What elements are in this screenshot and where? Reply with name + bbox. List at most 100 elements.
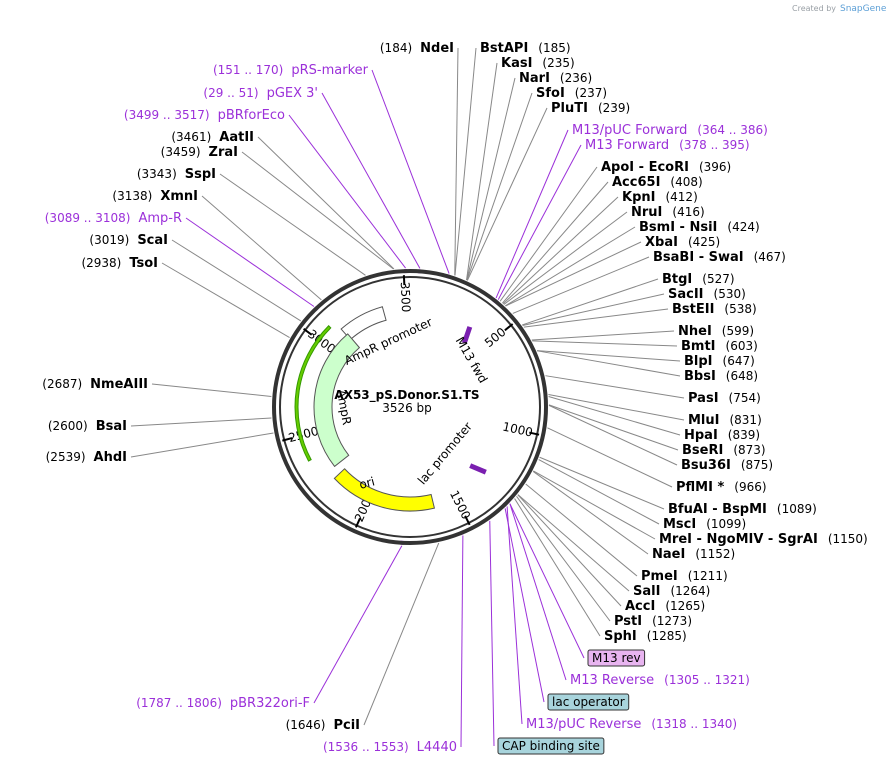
site-name: PstI (614, 614, 642, 629)
site-position: (2687) (42, 377, 82, 391)
site-position: (1265) (665, 599, 705, 613)
leader-line (505, 226, 636, 307)
site-name: SalI (633, 584, 660, 599)
right-site-label: BtgI(527) (662, 272, 735, 287)
leader-line (509, 503, 567, 681)
site-position: (396) (699, 160, 731, 174)
right-site-label: BmtI(603) (681, 339, 758, 354)
site-position: (1305 .. 1321) (664, 673, 750, 687)
site-position: (1211) (688, 569, 728, 583)
site-name: M13 Reverse (570, 673, 654, 688)
leader-line (502, 181, 609, 304)
leader-line (497, 144, 582, 300)
leader-line (161, 262, 290, 339)
site-position: (184) (380, 41, 412, 55)
right-site-label: M13/pUC Reverse(1318 .. 1340) (526, 717, 737, 732)
leader-line (185, 217, 315, 307)
right-site-label: BfuAI - BspMI(1089) (668, 502, 817, 517)
leader-line (538, 459, 660, 525)
site-name: PciI (333, 718, 360, 733)
leader-line (548, 404, 679, 451)
site-name: NdeI (420, 41, 454, 56)
left-site-label: pBRforEco(3499 .. 3517) (124, 108, 285, 123)
leader-line (321, 92, 421, 269)
leader-line (539, 456, 665, 510)
leader-line (454, 47, 477, 276)
site-name: NmeAIII (90, 377, 148, 392)
site-position: (3499 .. 3517) (124, 108, 210, 122)
site-position: (412) (665, 190, 697, 204)
leader-line (531, 330, 675, 341)
right-site-label: SacII(530) (668, 287, 746, 302)
site-position: (875) (741, 458, 773, 472)
right-site-label: BsmI - NsiI(424) (639, 220, 760, 235)
leader-line (533, 470, 656, 540)
feature-box (547, 693, 630, 711)
right-site-label: MluI(831) (688, 413, 762, 428)
site-name: PluTI (551, 101, 588, 116)
site-name: SspI (185, 167, 216, 182)
site-position: (2938) (81, 256, 121, 270)
leader-line (517, 494, 622, 607)
site-name: NheI (678, 324, 712, 339)
leader-line (548, 396, 681, 436)
site-position: (3138) (112, 189, 152, 203)
site-name: PmeI (641, 569, 678, 584)
site-name: PflMI * (676, 480, 724, 495)
leader-line (171, 239, 302, 322)
left-site-label: AatII(3461) (171, 130, 254, 145)
site-position: (425) (688, 235, 720, 249)
right-site-label: CAP binding site (497, 737, 605, 755)
right-site-label: BseRI(873) (682, 443, 766, 458)
site-position: (3461) (171, 130, 211, 144)
inner-label: AmpR (334, 388, 354, 426)
site-position: (1285) (647, 629, 687, 643)
site-position: (235) (542, 56, 574, 70)
leader-line (201, 195, 322, 301)
leader-line (504, 508, 545, 703)
site-position: (2600) (48, 419, 88, 433)
site-position: (599) (722, 324, 754, 338)
leader-line (466, 62, 498, 281)
site-position: (3019) (89, 233, 129, 247)
right-site-label: BsaBI - SwaI(467) (653, 250, 786, 265)
site-name: Acc65I (612, 175, 660, 190)
site-name: ApoI - EcoRI (601, 160, 689, 175)
leader-line (523, 308, 669, 328)
leader-line (495, 129, 569, 299)
site-name: KpnI (622, 190, 655, 205)
site-name: NarI (519, 71, 550, 86)
right-site-label: NarI (236) (519, 71, 592, 86)
site-name: pBR322ori-F (230, 696, 310, 711)
left-site-label: NmeAIII (2687) (42, 377, 148, 392)
left-site-label: XmnI(3138) (112, 189, 198, 204)
feature-arc (340, 306, 387, 341)
right-site-label: AccI(1265) (625, 599, 705, 614)
leader-line (489, 520, 495, 747)
site-position: (416) (672, 205, 704, 219)
site-position: (538) (724, 302, 756, 316)
right-site-label: PasI(754) (688, 391, 761, 406)
site-name: MreI - NgoMIV - SgrAI (659, 532, 818, 547)
right-site-label: ApoI - EcoRI (396) (601, 160, 731, 175)
site-name: L4440 (417, 740, 457, 755)
site-name: SfoI (536, 86, 565, 101)
leader-line (537, 350, 681, 362)
site-name: pRS-marker (291, 63, 368, 78)
credit: Created by SnapGene (792, 4, 887, 14)
site-name: AhdI (94, 450, 127, 465)
site-name: HpaI (684, 428, 718, 443)
leader-line (288, 114, 406, 269)
leader-line (509, 503, 585, 659)
right-site-label: BstAPI(185) (480, 41, 571, 56)
left-site-label: AhdI(2539) (46, 450, 127, 465)
site-position: (236) (560, 71, 592, 85)
leader-line (547, 427, 673, 488)
ring-tick (529, 431, 540, 436)
leader-line (130, 432, 274, 458)
leader-line (532, 471, 649, 555)
feature-box-label: lac operator (552, 695, 625, 709)
right-site-label: BstEII(538) (672, 302, 757, 317)
leader-line (502, 196, 619, 305)
lac-marker (469, 463, 487, 475)
